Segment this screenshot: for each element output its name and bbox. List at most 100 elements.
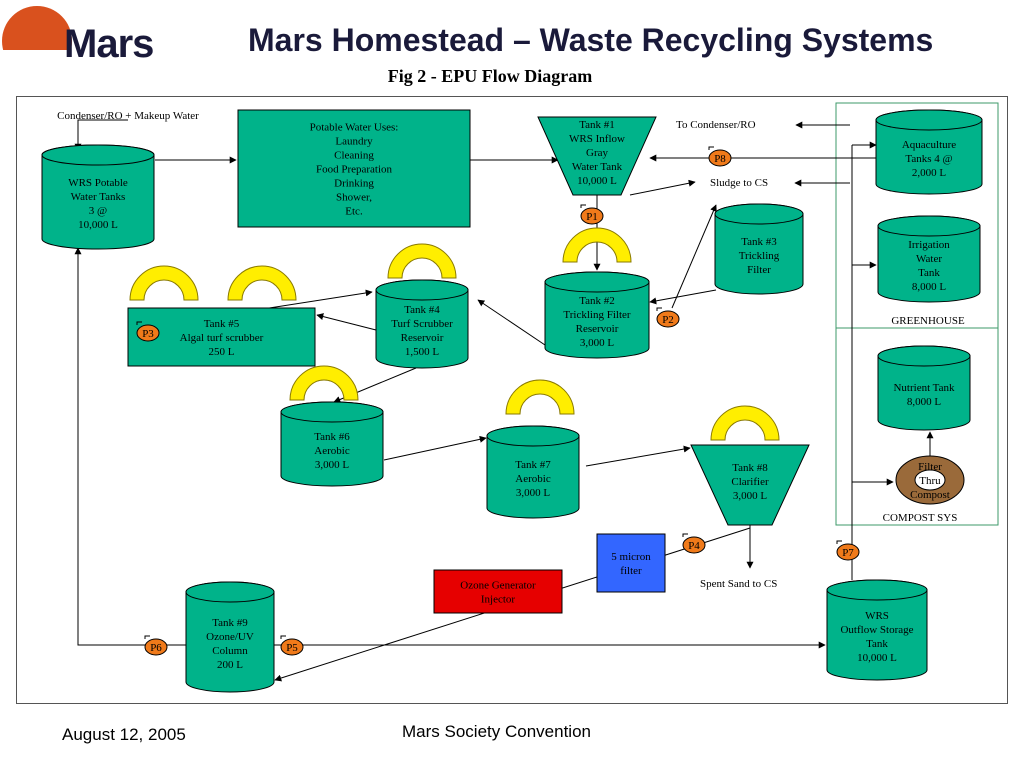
aquaculture-tanks-top [875, 109, 983, 131]
pump-nozzle [656, 307, 662, 311]
pump-nozzle [144, 635, 150, 639]
tank1-funnel-label-line: WRS Inflow [569, 133, 625, 145]
wrs-potable-tanks-label-line: Water Tanks [71, 191, 126, 203]
tank4-cylinder-label-line: Turf Scrubber [391, 318, 453, 330]
tank4-cylinder-label-line: Reservoir [401, 332, 444, 344]
tank2-to-tank4 [477, 299, 546, 346]
pump-body [580, 207, 604, 225]
filter-compost-label-line: Thru [919, 475, 941, 487]
micron-filter-box [596, 533, 666, 593]
tank2-cylinder-top [544, 271, 650, 293]
pump-label: P5 [286, 642, 298, 654]
pump-p1: P1 [580, 204, 604, 225]
tank3-cylinder-label-line: Tank #3 [741, 236, 777, 248]
pump-label: P6 [150, 642, 162, 654]
tank4-cylinder [375, 279, 469, 369]
nutrient-tank-label-line: Nutrient Tank [893, 382, 955, 394]
potable-uses-box-label-line: Shower, [336, 192, 372, 204]
pump-body [836, 543, 860, 561]
tank2-cylinder-label-line: Reservoir [576, 323, 619, 335]
pump-nozzle [682, 533, 688, 537]
spent-sand-label: Spent Sand to CS [700, 578, 777, 590]
tank4-cylinder-label-line: Tank #4 [404, 304, 440, 316]
tank6-cylinder-label-line: 3,000 L [315, 459, 350, 471]
potable-uses-box-label-line: Etc. [345, 206, 363, 218]
wrs-potable-tanks-top [41, 144, 155, 166]
page-title: Mars Homestead – Waste Recycling Systems [248, 22, 934, 58]
tank3-cylinder-top [714, 203, 804, 225]
pump-p7: P7 [836, 540, 860, 561]
ozone-generator-box-label-line: Injector [481, 594, 516, 606]
pump-body [656, 310, 680, 328]
filter-compost-label-line: Filter [918, 461, 942, 473]
pump-body [136, 324, 160, 342]
tank9-cylinder-label-line: Tank #9 [212, 617, 248, 629]
aquaculture-tanks [875, 109, 983, 195]
sludge-label: Sludge to CS [710, 177, 768, 189]
logo-text: Mars [64, 22, 154, 60]
uv-lamp-icon [227, 265, 297, 301]
tank2-cylinder [544, 271, 650, 359]
pump-body [144, 638, 168, 656]
tank7-cylinder-label-line: 3,000 L [516, 487, 551, 499]
wrs-outflow-tank-label-line: Tank [866, 638, 888, 650]
tank9-cylinder-label-line: Column [212, 645, 248, 657]
tank4-cylinder-top [375, 279, 469, 301]
aquaculture-tanks-label-line: Aquaculture [902, 139, 956, 151]
pump-label: P2 [662, 314, 674, 326]
uv-lamp-icon [710, 405, 780, 441]
tank6-cylinder-label-line: Tank #6 [314, 431, 350, 443]
tank2-cylinder-label-line: Tank #2 [579, 295, 615, 307]
pump-p6: P6 [144, 635, 168, 656]
uv-lamp-icon [387, 243, 457, 279]
pump-nozzle [280, 635, 286, 639]
wrs-potable-tanks-label-line: 10,000 L [78, 219, 118, 231]
tank6-cylinder-top [280, 401, 384, 423]
footer-event: Mars Society Convention [402, 722, 591, 741]
tank7-cylinder-label-line: Tank #7 [515, 459, 551, 471]
greenhouse-label: GREENHOUSE [891, 315, 965, 327]
wrs-outflow-tank-label-line: WRS [865, 610, 889, 622]
tank6-cylinder [280, 401, 384, 487]
potable-uses-box-label-line: Laundry [335, 136, 373, 148]
wrs-potable-tanks-label-line: WRS Potable [68, 177, 128, 189]
tank4-cylinder-label-line: 1,500 L [405, 346, 440, 358]
uv-lamp-icon [505, 379, 575, 415]
wrs-outflow-tank-label-line: 10,000 L [857, 652, 897, 664]
tank8-funnel-label-line: 3,000 L [733, 490, 768, 502]
pump-nozzle [708, 146, 714, 150]
irrigation-tank-label-line: Water [916, 253, 942, 265]
tank7-cylinder [486, 425, 580, 519]
potable-uses-box [237, 109, 471, 228]
tank5-box-label-line: Tank #5 [204, 318, 240, 330]
tank1-to-sludge [629, 179, 696, 196]
uv-lamp-icon [129, 265, 199, 301]
potable-uses-box-label-line: Potable Water Uses: [310, 122, 399, 134]
tank5-box-label-line: Algal turf scrubber [180, 332, 264, 344]
tank1-funnel-label-line: Water Tank [572, 161, 623, 173]
pump-p3: P3 [136, 321, 160, 342]
irrigation-tank-label-line: Irrigation [908, 239, 950, 251]
pump-body [682, 536, 706, 554]
potable-uses-box-label-line: Cleaning [334, 150, 374, 162]
tank8-funnel [690, 444, 810, 526]
potable-uses-box-label-line: Food Preparation [316, 164, 393, 176]
ozone-generator-box [433, 569, 563, 614]
pump-p5: P5 [280, 635, 304, 656]
tank1-funnel-label-line: Tank #1 [579, 119, 615, 131]
tank9-cylinder [185, 581, 275, 693]
pump-label: P7 [842, 547, 854, 559]
tank5-box [127, 307, 316, 367]
